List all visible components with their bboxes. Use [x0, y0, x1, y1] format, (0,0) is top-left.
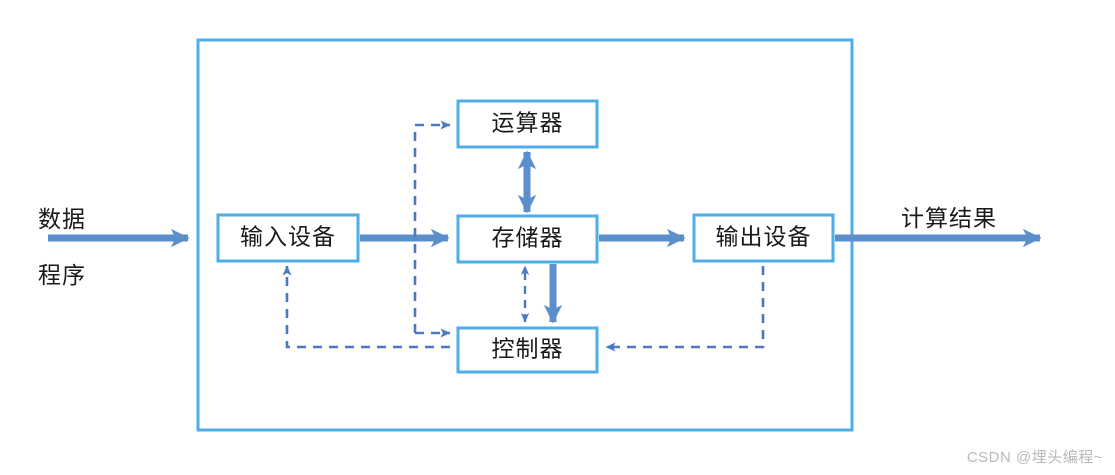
node-input-device[interactable]: 输入设备	[216, 213, 360, 263]
output-device-label: 输出设备	[716, 224, 812, 249]
node-output-device[interactable]: 输出设备	[692, 213, 835, 263]
node-controller[interactable]: 控制器	[456, 326, 599, 374]
input-device-label: 输入设备	[240, 224, 336, 249]
input-data-label: 数据	[38, 207, 86, 232]
controller-label: 控制器	[492, 336, 564, 361]
input-program-label: 程序	[38, 263, 86, 288]
node-arithmetic-unit[interactable]: 运算器	[456, 99, 599, 149]
controller-box[interactable]	[456, 326, 599, 374]
arithmetic-unit-label: 运算器	[492, 110, 564, 135]
output-device-box[interactable]	[692, 213, 835, 263]
arithmetic-unit-box[interactable]	[456, 99, 599, 149]
output-result-label: 计算结果	[901, 206, 997, 231]
edge-output-device-to-controller	[605, 266, 765, 352]
input-device-box[interactable]	[216, 213, 360, 263]
memory-label: 存储器	[492, 225, 564, 250]
node-memory[interactable]: 存储器	[456, 214, 599, 264]
memory-box[interactable]	[456, 214, 599, 264]
edge-controller-to-input-device	[282, 265, 450, 349]
edge-controller-to-arithmetic-unit	[413, 120, 451, 333]
csdn-watermark: CSDN @埋头编程~	[966, 449, 1103, 466]
